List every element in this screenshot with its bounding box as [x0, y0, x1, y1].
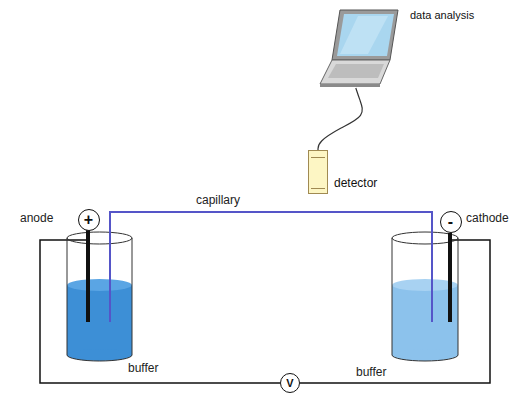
cathode-sign: - [440, 211, 462, 233]
buffer-liquid [67, 285, 132, 355]
anode-label: anode [20, 212, 53, 225]
buffer-surface [67, 279, 132, 291]
voltmeter-symbol: V [280, 373, 300, 393]
cable [318, 88, 362, 150]
part-label: detector [334, 177, 377, 189]
anode-electrode [86, 230, 90, 322]
part-label: data analysis [410, 10, 474, 21]
beaker [67, 238, 132, 361]
detector-box: detector [308, 150, 328, 194]
cathode-label: cathode [466, 212, 509, 225]
cathode-electrode [448, 233, 452, 322]
capillary-tube [110, 212, 432, 322]
capillary-label: capillary [196, 194, 240, 207]
laptop: data analysis [318, 8, 402, 88]
sign-symbol: - [448, 214, 453, 230]
sign-symbol: + [84, 212, 93, 228]
buffer-label: buffer [356, 366, 386, 379]
anode-sign: + [78, 209, 100, 231]
sign-symbol: V [286, 378, 293, 389]
detector-window [311, 157, 325, 189]
buffer-label: buffer [128, 362, 158, 375]
beaker-rim [67, 232, 132, 244]
laptop-icon [318, 8, 402, 88]
circuit-wire [40, 240, 490, 383]
